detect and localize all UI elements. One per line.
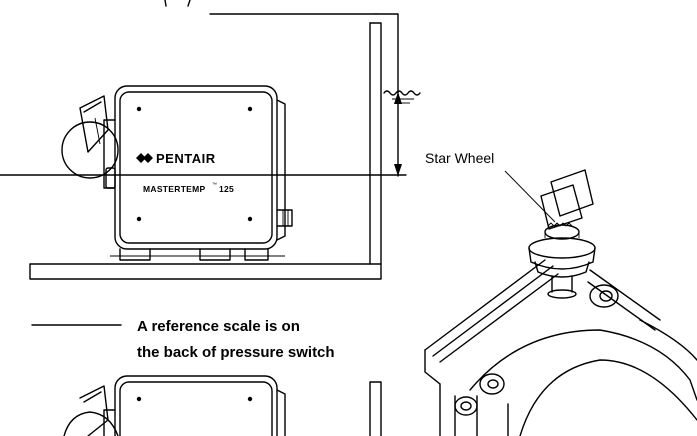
- height-reference-line: [375, 13, 399, 177]
- star-wheel-label: Star Wheel: [425, 150, 494, 166]
- reference-scale-text-line1: A reference scale is on: [137, 318, 300, 335]
- arrow-down: [394, 164, 402, 176]
- heater-installation-figure-bottom: [63, 375, 382, 436]
- reference-scale-callout: A reference scale is on the back of pres…: [31, 318, 335, 361]
- water-level-symbol: [383, 90, 421, 104]
- heater-branding: PENTAIR MASTERTEMP 125 ™: [136, 151, 234, 194]
- reference-scale-text-line2: the back of pressure switch: [137, 344, 335, 361]
- brand-name: PENTAIR: [156, 151, 216, 166]
- wall-outline: [369, 22, 382, 265]
- trademark-symbol: ™: [212, 182, 217, 188]
- model-name: MASTERTEMP: [143, 184, 206, 194]
- arrow-up: [394, 92, 402, 104]
- pentair-logo-icon: [136, 153, 153, 163]
- top-leader-tick: [187, 0, 191, 7]
- pressure-switch-detail: [424, 169, 697, 436]
- star-wheel-callout: Star Wheel: [425, 150, 556, 223]
- top-leader-tick-2: [164, 0, 167, 7]
- heater-installation-figure-top: PENTAIR MASTERTEMP 125 ™: [0, 0, 421, 280]
- heater-unit: [61, 85, 293, 261]
- floor-slab: [29, 263, 382, 280]
- star-wheel-leader: [504, 170, 556, 223]
- detail-circle: [61, 121, 119, 179]
- model-number: 125: [219, 184, 234, 194]
